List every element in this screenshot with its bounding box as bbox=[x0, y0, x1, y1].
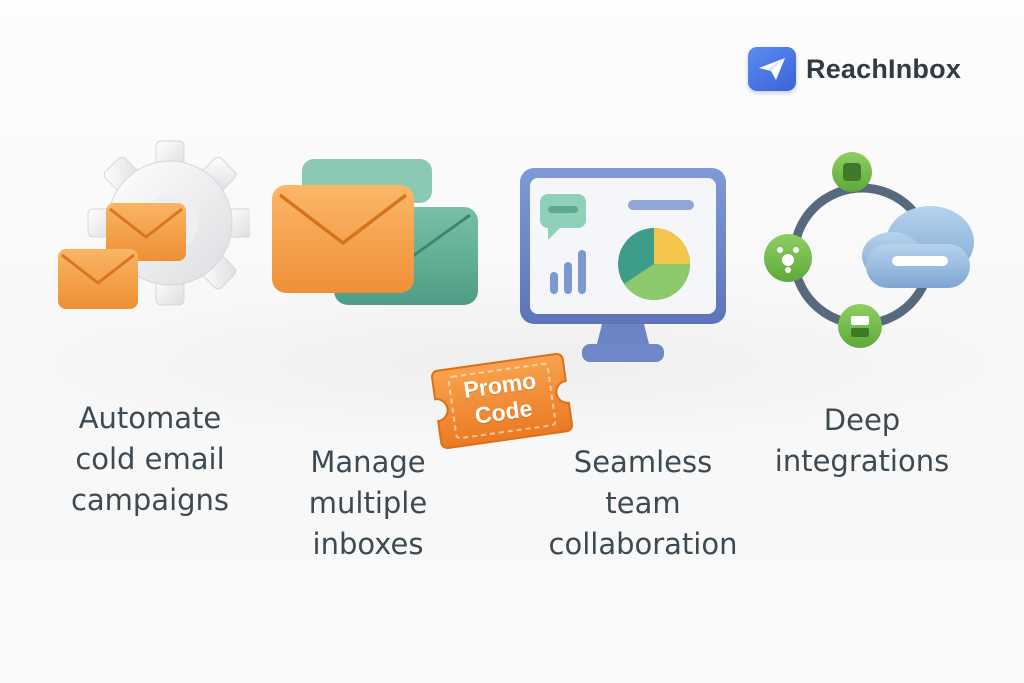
promo-code-ticket[interactable]: Promo Code bbox=[427, 349, 578, 454]
gear-with-envelopes-icon bbox=[50, 135, 250, 325]
brand-name: ReachInbox bbox=[806, 53, 962, 84]
caption-line: Automate bbox=[78, 401, 222, 435]
paper-plane-icon bbox=[748, 47, 796, 91]
feature-caption-integrations: Deep integrations bbox=[762, 400, 962, 482]
caption-line: Deep bbox=[823, 403, 901, 437]
feature-caption-collaboration: Seamless team collaboration bbox=[536, 442, 750, 565]
caption-line: inboxes bbox=[312, 527, 424, 561]
cloud-integration-icon bbox=[762, 148, 977, 358]
caption-line: collaboration bbox=[548, 527, 738, 561]
caption-line: Manage bbox=[310, 445, 426, 479]
brand-logo[interactable]: ReachInbox bbox=[748, 47, 961, 91]
stacked-envelopes-icon bbox=[268, 155, 483, 310]
ticket-icon bbox=[431, 353, 573, 449]
caption-line: cold email bbox=[75, 442, 225, 476]
caption-line: integrations bbox=[774, 444, 950, 478]
feature-caption-automate: Automate cold email campaigns bbox=[40, 398, 260, 521]
caption-line: Seamless bbox=[573, 445, 713, 479]
caption-line: team bbox=[605, 486, 681, 520]
caption-line: multiple bbox=[308, 486, 428, 520]
caption-line: campaigns bbox=[70, 483, 230, 517]
dashboard-monitor-icon bbox=[518, 166, 728, 366]
feature-caption-inboxes: Manage multiple inboxes bbox=[278, 442, 458, 565]
